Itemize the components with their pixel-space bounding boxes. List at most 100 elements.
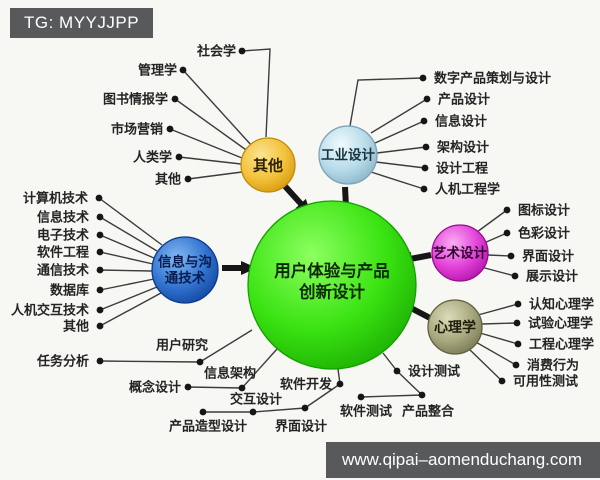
leaf-label: 产品设计 — [438, 92, 490, 107]
connector-dot — [199, 408, 207, 416]
connector-dot — [249, 408, 257, 416]
connector-line — [99, 278, 155, 291]
connector-line — [99, 286, 158, 311]
branch-art-design-label: 艺术设计 — [433, 245, 487, 261]
connector-line — [477, 303, 519, 316]
connector-dot — [96, 306, 104, 314]
leaf-label: 通信技术 — [37, 263, 89, 278]
connector-dot — [498, 377, 506, 385]
leaf-label: 认知心理学 — [529, 297, 594, 312]
leaf-label: 设计测试 — [408, 364, 460, 379]
leaf-label: 其他 — [63, 319, 89, 334]
connector-line — [99, 251, 154, 265]
connector-line — [481, 322, 518, 325]
connector-line — [99, 216, 158, 252]
connector-dot — [336, 380, 344, 388]
branch-ict-node — [151, 236, 219, 304]
leaf-label: 设计工程 — [436, 161, 488, 176]
leaf-label: 消费行为 — [527, 358, 579, 373]
connector-line — [374, 120, 425, 144]
connector-line — [375, 161, 426, 169]
branch-psychology-node — [427, 299, 483, 355]
connector-line — [99, 292, 162, 327]
leaf-label: 软件开发 — [280, 377, 333, 392]
connector-line — [169, 128, 243, 159]
connector-line — [187, 171, 243, 180]
leaf-label: 信息技术 — [37, 210, 89, 225]
branch-art-design-node — [431, 224, 489, 282]
connector-line — [241, 348, 278, 389]
connector-dot — [423, 95, 431, 103]
connector-dot — [357, 393, 365, 401]
connector-dot — [171, 95, 179, 103]
leaf-label: 交互设计 — [230, 392, 282, 407]
connector-line — [178, 156, 242, 165]
branch-other-node — [240, 137, 296, 193]
leaf-label: 软件测试 — [340, 404, 392, 419]
leaf-label: 任务分析 — [36, 354, 89, 369]
branch-industrial-design-label: 工业设计 — [321, 147, 375, 163]
connector-line — [382, 352, 398, 372]
connector-dot — [96, 231, 104, 239]
leaf-label: 人类学 — [133, 150, 172, 165]
connector-dot — [503, 206, 511, 214]
connector-dot — [513, 319, 521, 327]
connector-dot — [179, 66, 187, 74]
branch-industrial-design-node — [318, 125, 378, 185]
connector-dot — [420, 185, 428, 193]
connector-dot — [507, 252, 515, 260]
connector-line — [370, 171, 425, 190]
leaf-label: 数字产品策划与设计 — [434, 71, 551, 86]
connector-dot — [96, 357, 104, 365]
connector-dot — [418, 391, 426, 399]
connector-line — [349, 77, 424, 127]
connector-dot — [422, 143, 430, 151]
connector-dot — [503, 229, 511, 237]
leaf-label: 软件工程 — [37, 245, 89, 260]
connector-line — [99, 360, 201, 363]
center-topic-node — [247, 200, 417, 370]
leaf-label: 信息设计 — [435, 114, 487, 129]
arrow-connector — [280, 181, 312, 216]
connector-line — [187, 386, 243, 389]
leaf-label: 数据库 — [50, 283, 89, 298]
connector-line — [99, 269, 153, 272]
leaf-label: 产品造型设计 — [169, 419, 247, 434]
leaf-label: 信息架构 — [204, 366, 256, 381]
connector-line — [396, 370, 423, 396]
connector-line — [199, 329, 253, 363]
connector-line — [480, 266, 516, 277]
leaf-label: 试验心理学 — [528, 316, 593, 331]
connector-line — [479, 332, 519, 345]
connector-line — [241, 48, 271, 138]
connector-line — [370, 98, 428, 134]
branch-psychology-label: 心理学 — [434, 319, 476, 335]
connector-dot — [238, 384, 246, 392]
leaf-label: 管理学 — [138, 63, 177, 78]
connector-dot — [96, 213, 104, 221]
leaf-label: 市场营销 — [111, 122, 163, 137]
leaf-label: 产品整合 — [402, 404, 455, 419]
leaf-label: 可用性测试 — [513, 374, 578, 389]
connector-dot — [512, 361, 520, 369]
connector-line — [473, 340, 517, 366]
arrow-connector — [396, 251, 432, 266]
connector-dot — [421, 164, 429, 172]
connector-dot — [393, 367, 401, 375]
leaf-label: 工程心理学 — [529, 337, 594, 352]
connector-line — [483, 232, 508, 244]
leaf-label: 用户研究 — [155, 338, 208, 353]
leaf-label: 展示设计 — [526, 269, 578, 284]
leaf-label: 人机工程学 — [435, 182, 500, 197]
connector-dot — [96, 286, 104, 294]
connector-line — [304, 383, 341, 409]
connector-line — [99, 234, 155, 259]
connector-dot — [96, 248, 104, 256]
connector-dot — [511, 272, 519, 280]
leaf-label: 界面设计 — [275, 419, 327, 434]
leaf-label: 计算机技术 — [23, 191, 88, 206]
watermark-bottom-right: www.qipai–aomenduchang.com — [325, 442, 600, 478]
leaf-label: 其他 — [155, 172, 181, 187]
